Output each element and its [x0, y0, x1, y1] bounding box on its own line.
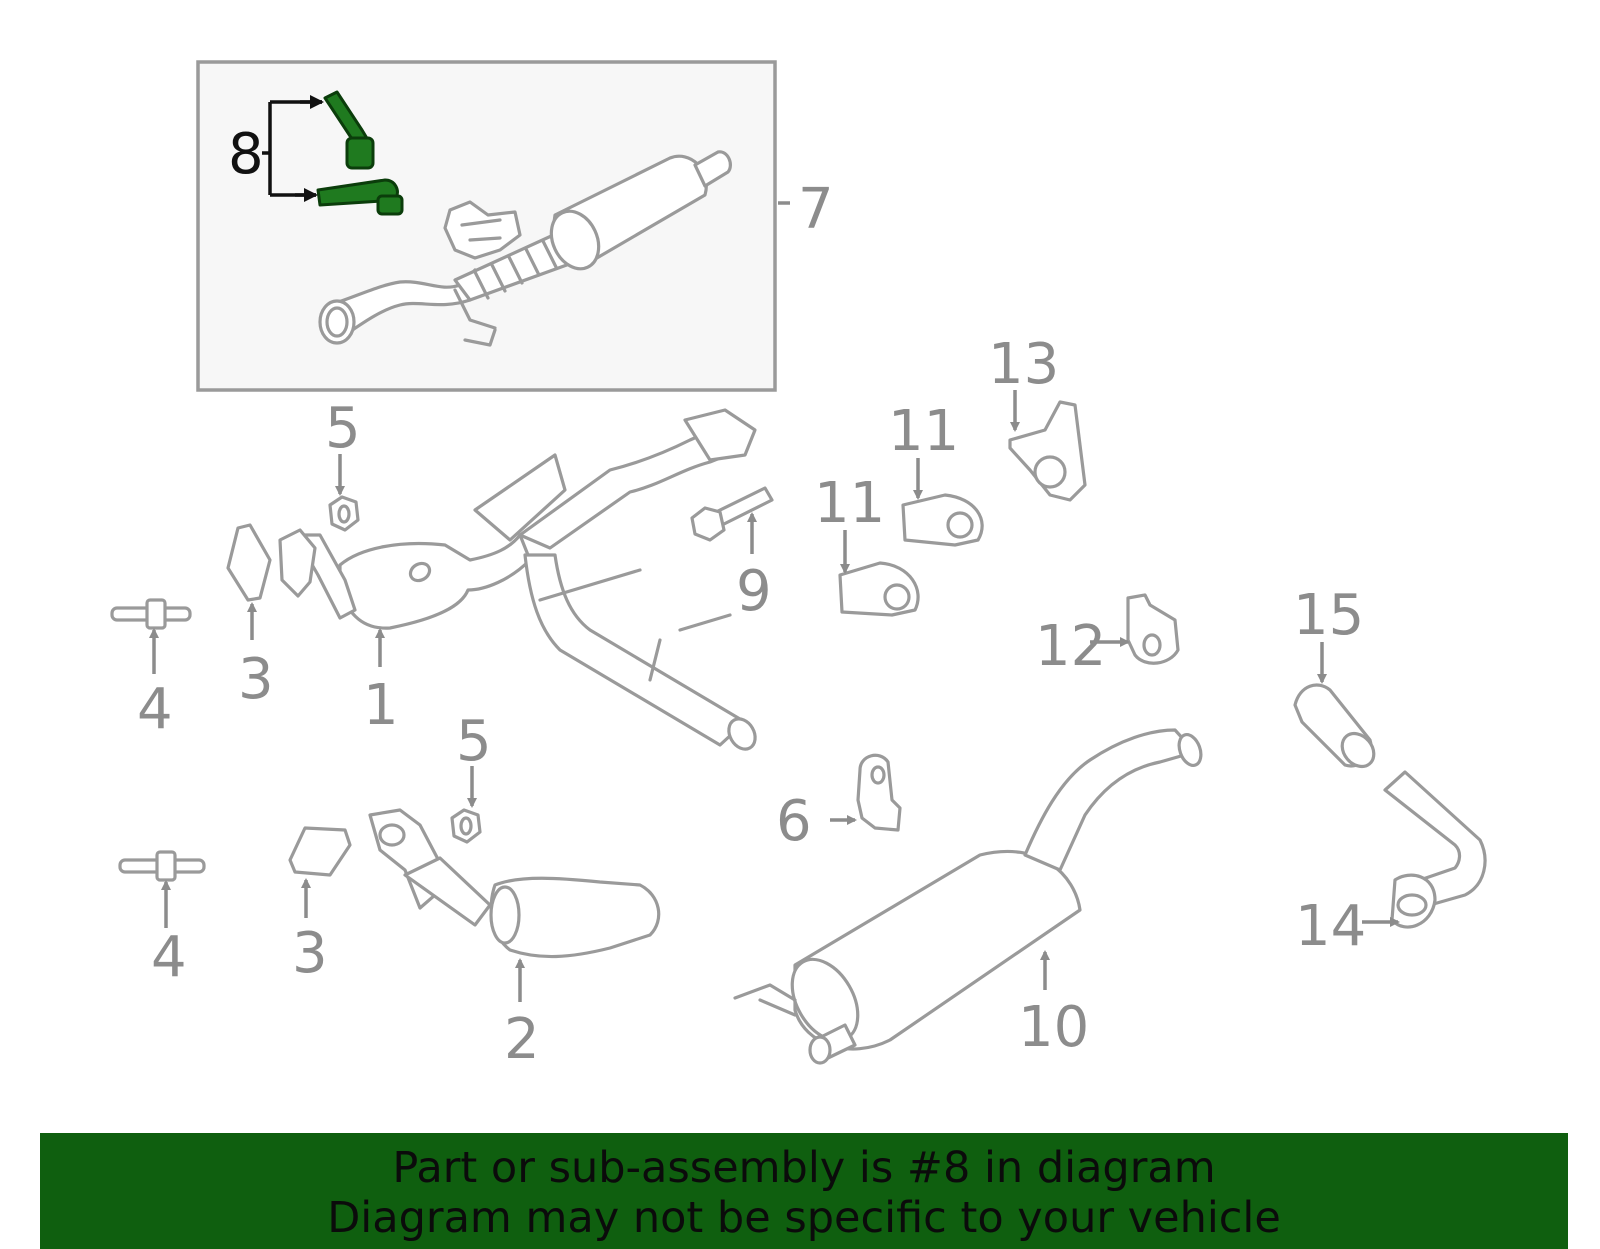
part-3-gasket-upper [226, 523, 272, 602]
part-13-isolator [1008, 400, 1087, 502]
part-2-catalytic-converter [368, 808, 661, 959]
part-3-gasket-lower [288, 826, 352, 877]
callout-7: 7 [798, 177, 834, 242]
callout-12: 12 [1035, 614, 1106, 679]
callout-2: 2 [504, 1007, 540, 1072]
callout-4-upper: 4 [137, 677, 173, 742]
callout-15: 15 [1293, 583, 1364, 648]
callout-1: 1 [363, 673, 399, 738]
callout-13: 13 [988, 332, 1059, 397]
part-5-nut-upper [328, 495, 360, 532]
part-11-bracket-upper [901, 493, 984, 547]
part-15-sleeve [1293, 683, 1376, 769]
callout-9: 9 [736, 559, 772, 624]
part-1-front-pipe [278, 408, 757, 751]
callout-8-leader [262, 95, 324, 202]
part-9-bolt [690, 486, 774, 542]
part-10-muffler [733, 728, 1203, 1065]
callout-3-lower: 3 [292, 921, 328, 986]
callout-5-lower: 5 [456, 709, 492, 774]
banner-line-1: Part or sub-assembly is #8 in diagram [392, 1143, 1216, 1193]
callout-8: 8 [228, 122, 264, 187]
callout-14: 14 [1295, 894, 1366, 959]
callout-3-upper: 3 [238, 647, 274, 712]
inset-box [196, 60, 777, 392]
part-12-bracket [1126, 593, 1180, 665]
callout-10: 10 [1018, 995, 1089, 1060]
part-4-stud-lower [118, 850, 206, 882]
callout-4-lower: 4 [151, 925, 187, 990]
banner-line-2: Diagram may not be specific to your vehi… [327, 1193, 1281, 1243]
part-5-nut-lower [450, 808, 482, 844]
part-8-hoses [316, 90, 404, 216]
part-4-stud-upper [110, 598, 192, 630]
callout-5-upper: 5 [325, 396, 361, 461]
callout-11-upper: 11 [888, 399, 959, 464]
part-6-bracket [856, 753, 902, 832]
callout-6: 6 [776, 789, 812, 854]
info-banner: Part or sub-assembly is #8 in diagram Di… [40, 1133, 1568, 1249]
callout-11-lower: 11 [814, 471, 885, 536]
part-11-bracket-lower [838, 561, 920, 617]
part-14-tailpipe [1383, 770, 1487, 929]
